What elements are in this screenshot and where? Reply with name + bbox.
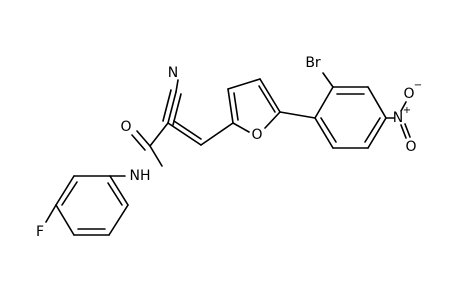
atom-label-furan-o: O — [251, 127, 262, 143]
bond-double-inner — [258, 85, 276, 113]
atom-label-nitro-n: N — [393, 110, 403, 126]
bond — [232, 122, 250, 133]
bond — [109, 175, 129, 206]
bond — [55, 175, 75, 206]
charge-plus: + — [403, 105, 411, 116]
bromonitrophenyl-ring — [314, 86, 387, 149]
charge-minus: − — [414, 80, 422, 91]
bond — [227, 78, 261, 90]
bond — [55, 204, 75, 236]
bond — [200, 122, 234, 146]
fluorophenyl-ring — [55, 175, 129, 236]
bond-double-inner — [61, 181, 78, 206]
atom-label-bromine: Br — [305, 55, 321, 71]
bond — [314, 117, 334, 149]
bond-double-inner — [364, 117, 381, 143]
bond — [279, 111, 316, 119]
bond-double — [404, 123, 411, 138]
bond — [322, 72, 334, 88]
bond-double-inner — [233, 92, 239, 121]
bond-double — [136, 130, 151, 147]
bond — [149, 122, 169, 147]
bond — [149, 145, 163, 167]
atom-label-amide-nh: NH — [130, 168, 151, 184]
bond — [259, 78, 281, 113]
atom-label-fluorine: F — [36, 224, 44, 240]
bond-double-inner — [173, 120, 202, 140]
bond — [367, 117, 387, 149]
furan-ring — [227, 78, 281, 133]
bond — [175, 79, 179, 93]
bond — [264, 111, 281, 129]
bond — [108, 204, 129, 236]
atom-label-nitro-o-top: O — [403, 86, 414, 102]
bond — [45, 204, 57, 223]
bond — [400, 101, 407, 112]
bond-triple — [172, 93, 182, 126]
bond-double-inner — [320, 117, 337, 143]
bond — [314, 86, 334, 119]
bond-double — [131, 134, 146, 151]
atom-label-nitrile-n: N — [168, 65, 178, 81]
bond — [227, 88, 234, 124]
bond-double — [400, 124, 407, 139]
bond-triple — [162, 89, 172, 122]
atom-label-carbonyl-o: O — [120, 119, 131, 135]
bond — [367, 86, 387, 119]
atom-label-nitro-o-bottom: O — [405, 139, 416, 155]
bond-triple — [167, 91, 177, 124]
bond-double-inner — [107, 182, 123, 206]
bond — [167, 122, 202, 146]
